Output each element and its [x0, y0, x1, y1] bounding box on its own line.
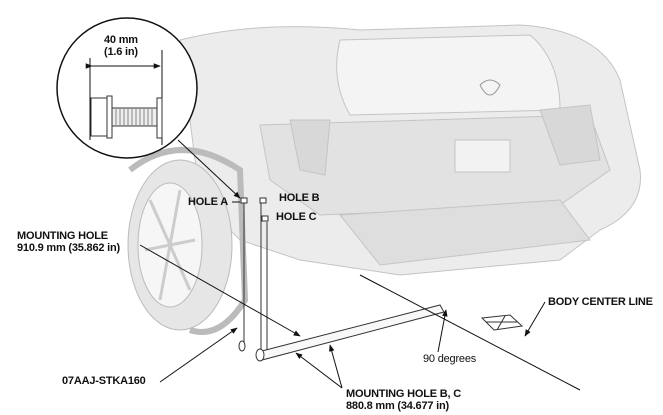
hole-c-label: HOLE C [276, 211, 317, 223]
dimension-mm: 40 mm [104, 34, 138, 46]
angle-label: 90 degrees [423, 353, 477, 365]
tool-number-label: 07AAJ-STKA160 [62, 375, 146, 387]
mounting-hole-label: MOUNTING HOLE 910.9 mm (35.862 in) [17, 230, 120, 254]
vehicle-rear [179, 24, 641, 276]
bolt-dimension-label: 40 mm (1.6 in) [104, 34, 138, 58]
mounting-hole-bc-title: MOUNTING HOLE B, C [346, 388, 461, 400]
mounting-hole-bc-value: 880.8 mm (34.677 in) [346, 400, 450, 412]
mounting-hole-title: MOUNTING HOLE [17, 230, 108, 242]
dimension-in: (1.6 in) [104, 46, 138, 58]
rear-wheel [127, 147, 249, 335]
mounting-hole-value: 910.9 mm (35.862 in) [17, 242, 121, 254]
hole-a-label: HOLE A [188, 196, 228, 208]
leader-lines [139, 201, 581, 391]
body-center-line-label: BODY CENTER LINE [548, 296, 653, 308]
bolt-detail-callout [56, 17, 241, 199]
hole-b-label: HOLE B [279, 192, 320, 204]
mounting-hole-bc-label: MOUNTING HOLE B, C 880.8 mm (34.677 in) [346, 388, 461, 412]
